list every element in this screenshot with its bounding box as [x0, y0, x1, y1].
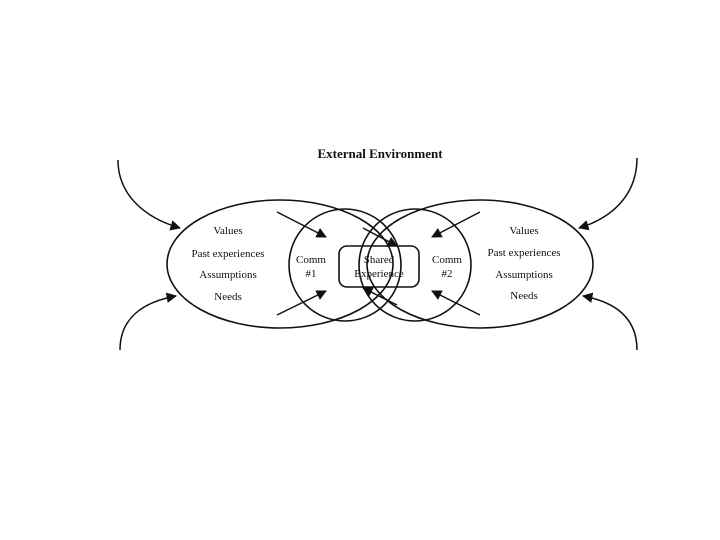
- environment-arrow-top-right: [577, 157, 638, 231]
- inner-arrow-center-bottom: [362, 287, 398, 306]
- shared-experience-box: [338, 245, 420, 288]
- inner-arrow-bottom-left: [276, 290, 327, 316]
- inner-arrow-top-right: [431, 211, 481, 238]
- shared-label-line2: Experience: [354, 268, 404, 280]
- left-label-needs: Needs: [214, 291, 242, 303]
- inner-arrow-top-left: [276, 211, 327, 238]
- comm-two-label-line2: #2: [442, 268, 453, 280]
- comm-two-label-line1: Comm: [432, 254, 462, 266]
- person-one-ellipse: [166, 199, 394, 329]
- environment-arrow-top-left: [117, 159, 182, 231]
- right-label-needs: Needs: [510, 290, 538, 302]
- comm-one-label-line1: Comm: [296, 254, 326, 266]
- comm-one-circle: [288, 208, 402, 322]
- left-label-assumptions: Assumptions: [199, 269, 256, 281]
- right-label-past-experiences: Past experiences: [488, 247, 561, 259]
- right-label-values: Values: [509, 225, 538, 237]
- inner-arrow-center-top: [362, 227, 398, 247]
- inner-arrow-bottom-right: [431, 290, 481, 316]
- comm-two-circle: [358, 208, 472, 322]
- diagram-title: External Environment: [317, 146, 443, 161]
- person-two-ellipse: [366, 199, 594, 329]
- shared-label-line1: Shared: [364, 254, 395, 266]
- left-label-values: Values: [213, 225, 242, 237]
- right-label-assumptions: Assumptions: [495, 269, 552, 281]
- environment-arrow-bottom-right: [581, 292, 638, 351]
- comm-one-label-line2: #1: [306, 268, 317, 280]
- left-label-past-experiences: Past experiences: [192, 248, 265, 260]
- environment-arrow-bottom-left: [119, 292, 178, 351]
